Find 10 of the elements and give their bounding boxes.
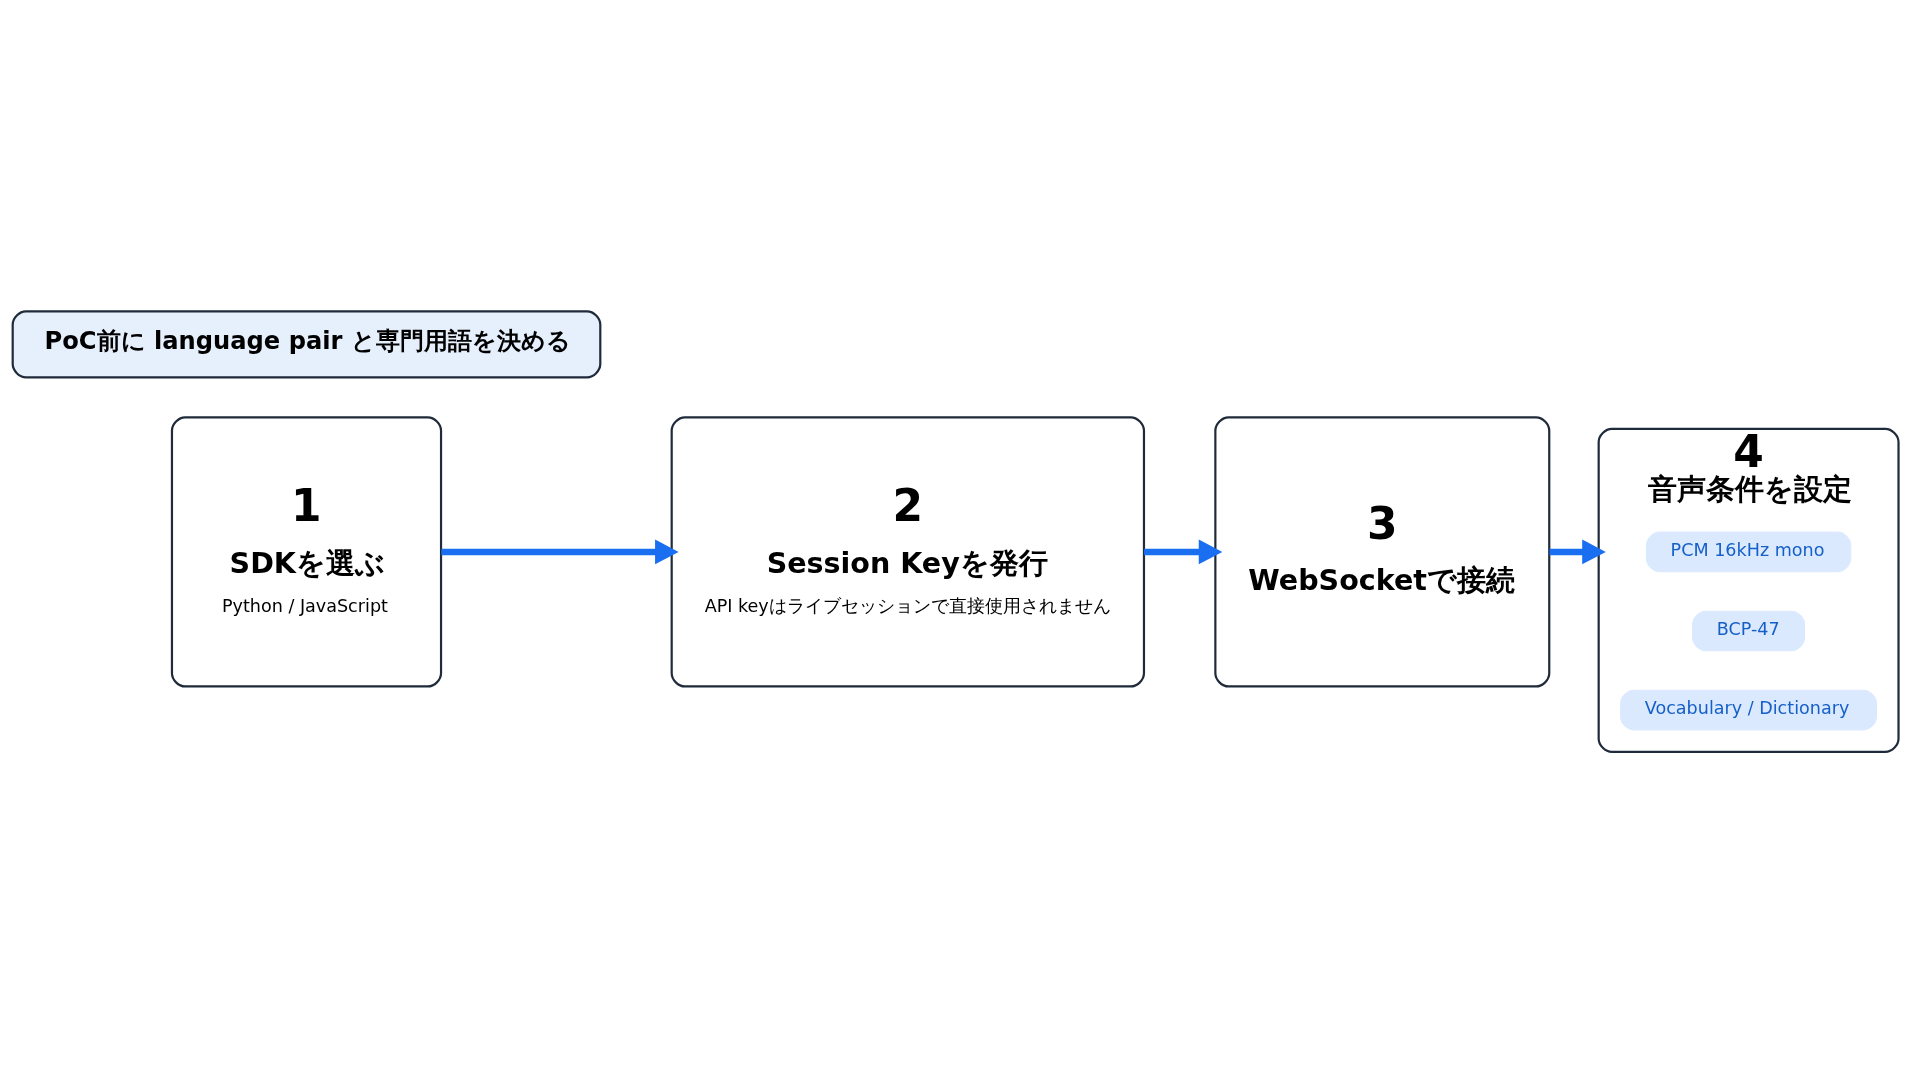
node-box: PoC前に language pair と専門用語を決める xyxy=(11,310,602,379)
node-box: 1 SDKを選ぶ Python / JavaScript xyxy=(170,416,443,688)
arrow xyxy=(1144,539,1223,565)
node-box: 3 WebSocketで接続 xyxy=(1214,416,1551,688)
node-box: BCP-47 xyxy=(1692,610,1806,652)
node-box: 2 Session Keyを発行 API keyはライブセッションで直接使用されません xyxy=(670,416,1146,688)
arrow xyxy=(441,539,679,565)
node-box: Vocabulary / Dictionary xyxy=(1620,689,1878,731)
arrow xyxy=(1549,539,1606,565)
node-box: PCM 16kHz mono xyxy=(1645,531,1852,573)
